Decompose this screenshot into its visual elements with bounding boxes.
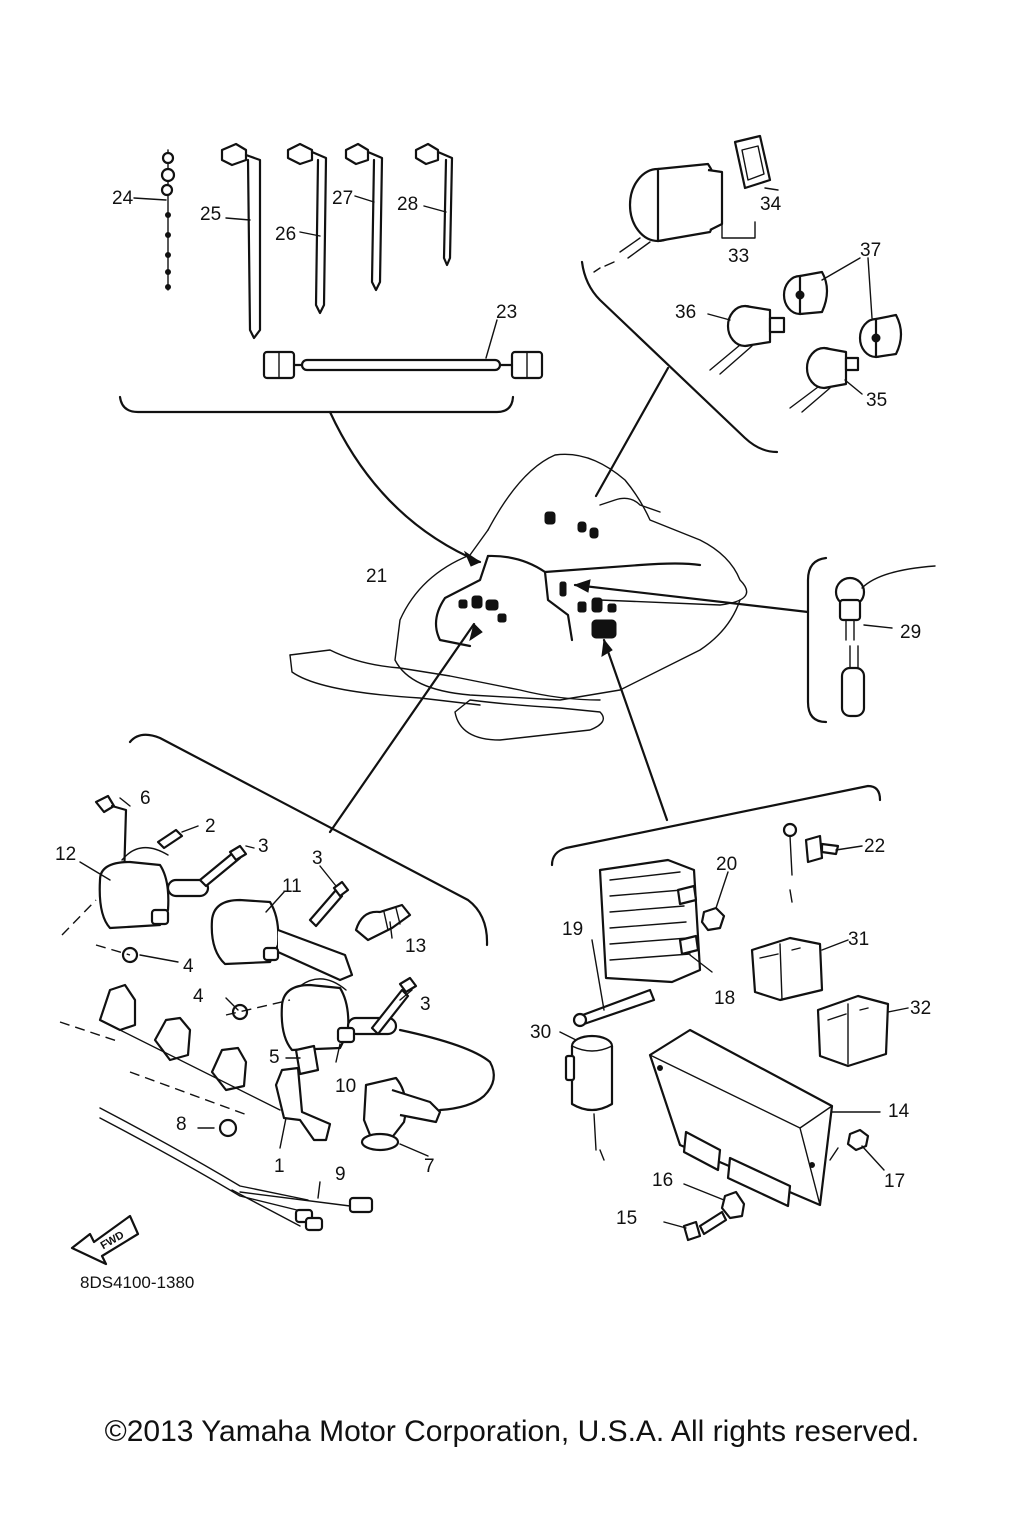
callout-22: 22 [864, 836, 885, 857]
callout-6: 6 [140, 788, 151, 809]
group-connectors [328, 366, 810, 834]
callout-9: 9 [335, 1164, 346, 1185]
part-27-cable-tie [344, 142, 384, 292]
callout-3: 3 [312, 848, 323, 869]
callout-21: 21 [366, 566, 387, 587]
callout-4: 4 [183, 956, 194, 977]
part-9-wire-harness [99, 1107, 374, 1232]
part-37-knob [782, 270, 903, 359]
callout-12: 12 [55, 844, 76, 865]
callout-16: 16 [652, 1170, 673, 1191]
snowmobile-outline [289, 453, 748, 741]
callout-28: 28 [397, 194, 418, 215]
arrowheads [463, 550, 613, 657]
part-18-rectifier-regulator [598, 858, 702, 984]
part-11-ignition-coil [210, 898, 354, 982]
part-8-screw [218, 1118, 238, 1138]
callout-7: 7 [424, 1156, 435, 1177]
callout-4: 4 [193, 986, 204, 1007]
callout-23: 23 [496, 302, 517, 323]
callout-18: 18 [714, 988, 735, 1009]
callout-8: 8 [176, 1114, 187, 1135]
callout-32: 32 [910, 998, 931, 1019]
callout-13: 13 [405, 936, 426, 957]
part-34-key [733, 134, 772, 190]
callout-numbers: 1 2 3 3 3 4 4 5 6 7 8 9 10 11 12 13 14 1… [55, 188, 931, 1229]
part-16-collar [720, 1190, 746, 1220]
group-switches [580, 134, 903, 454]
callout-10: 10 [335, 1076, 356, 1097]
part-25-cable-tie [220, 142, 262, 340]
callout-5: 5 [269, 1047, 280, 1068]
callout-35: 35 [866, 390, 887, 411]
callout-15: 15 [616, 1208, 637, 1229]
callout-25: 25 [200, 204, 221, 225]
part-14-cdi-unit [648, 1028, 839, 1208]
callout-34: 34 [760, 194, 782, 215]
callout-11: 11 [282, 876, 302, 897]
part-33-main-switch [593, 162, 724, 273]
callout-1: 1 [274, 1156, 285, 1177]
part-15-bolt [682, 1210, 728, 1242]
callout-26: 26 [275, 224, 296, 245]
group-ignition-coils [59, 733, 881, 1232]
callout-17: 17 [884, 1171, 905, 1192]
callout-2: 2 [205, 816, 216, 837]
callout-3: 3 [420, 994, 431, 1015]
callout-37: 37 [860, 240, 881, 261]
part-32-relay [816, 994, 890, 1068]
part-23-lead [262, 350, 544, 380]
part-26-cable-tie [286, 142, 328, 315]
part-17-nut [846, 1128, 870, 1152]
callout-33: 33 [728, 246, 749, 267]
callout-29: 29 [900, 622, 921, 643]
part-13-clamp [354, 903, 412, 942]
part-36-switch [709, 304, 786, 375]
group-sensor [806, 556, 936, 724]
callout-3: 3 [258, 836, 269, 857]
copyright-notice: ©2013 Yamaha Motor Corporation, U.S.A. A… [104, 1415, 920, 1448]
part-22-bolt [782, 822, 840, 903]
callout-19: 19 [562, 919, 583, 940]
callout-36: 36 [675, 302, 696, 323]
part-35-switch [789, 346, 860, 413]
group-electronics [550, 784, 909, 1242]
callout-31: 31 [848, 929, 869, 950]
callout-14: 14 [888, 1101, 910, 1122]
vehicle-components [458, 511, 617, 639]
part-24-clamp-chain [160, 149, 176, 291]
part-10-ignition-coil [280, 978, 398, 1052]
part-31-relay [750, 936, 824, 1002]
fwd-arrow-icon: FWD [70, 1214, 140, 1266]
bolts [156, 828, 418, 1036]
part-19-bolt [578, 988, 656, 1026]
group-cable-ties [118, 142, 544, 414]
callout-24: 24 [112, 188, 134, 209]
part-20-nut [700, 906, 726, 932]
callout-20: 20 [716, 854, 737, 875]
part-28-cable-tie [414, 142, 454, 267]
part-7-plug-cap [360, 1028, 495, 1152]
part-30-condenser [564, 1034, 614, 1161]
diagram-code: 8DS4100-1380 [80, 1273, 194, 1292]
part-1-bracket [59, 983, 332, 1142]
part-29-sensor [834, 565, 936, 718]
part-5-spacer [294, 1044, 320, 1076]
callout-30: 30 [530, 1022, 551, 1043]
callout-27: 27 [332, 188, 353, 209]
part-12-ignition-coil [98, 847, 210, 930]
